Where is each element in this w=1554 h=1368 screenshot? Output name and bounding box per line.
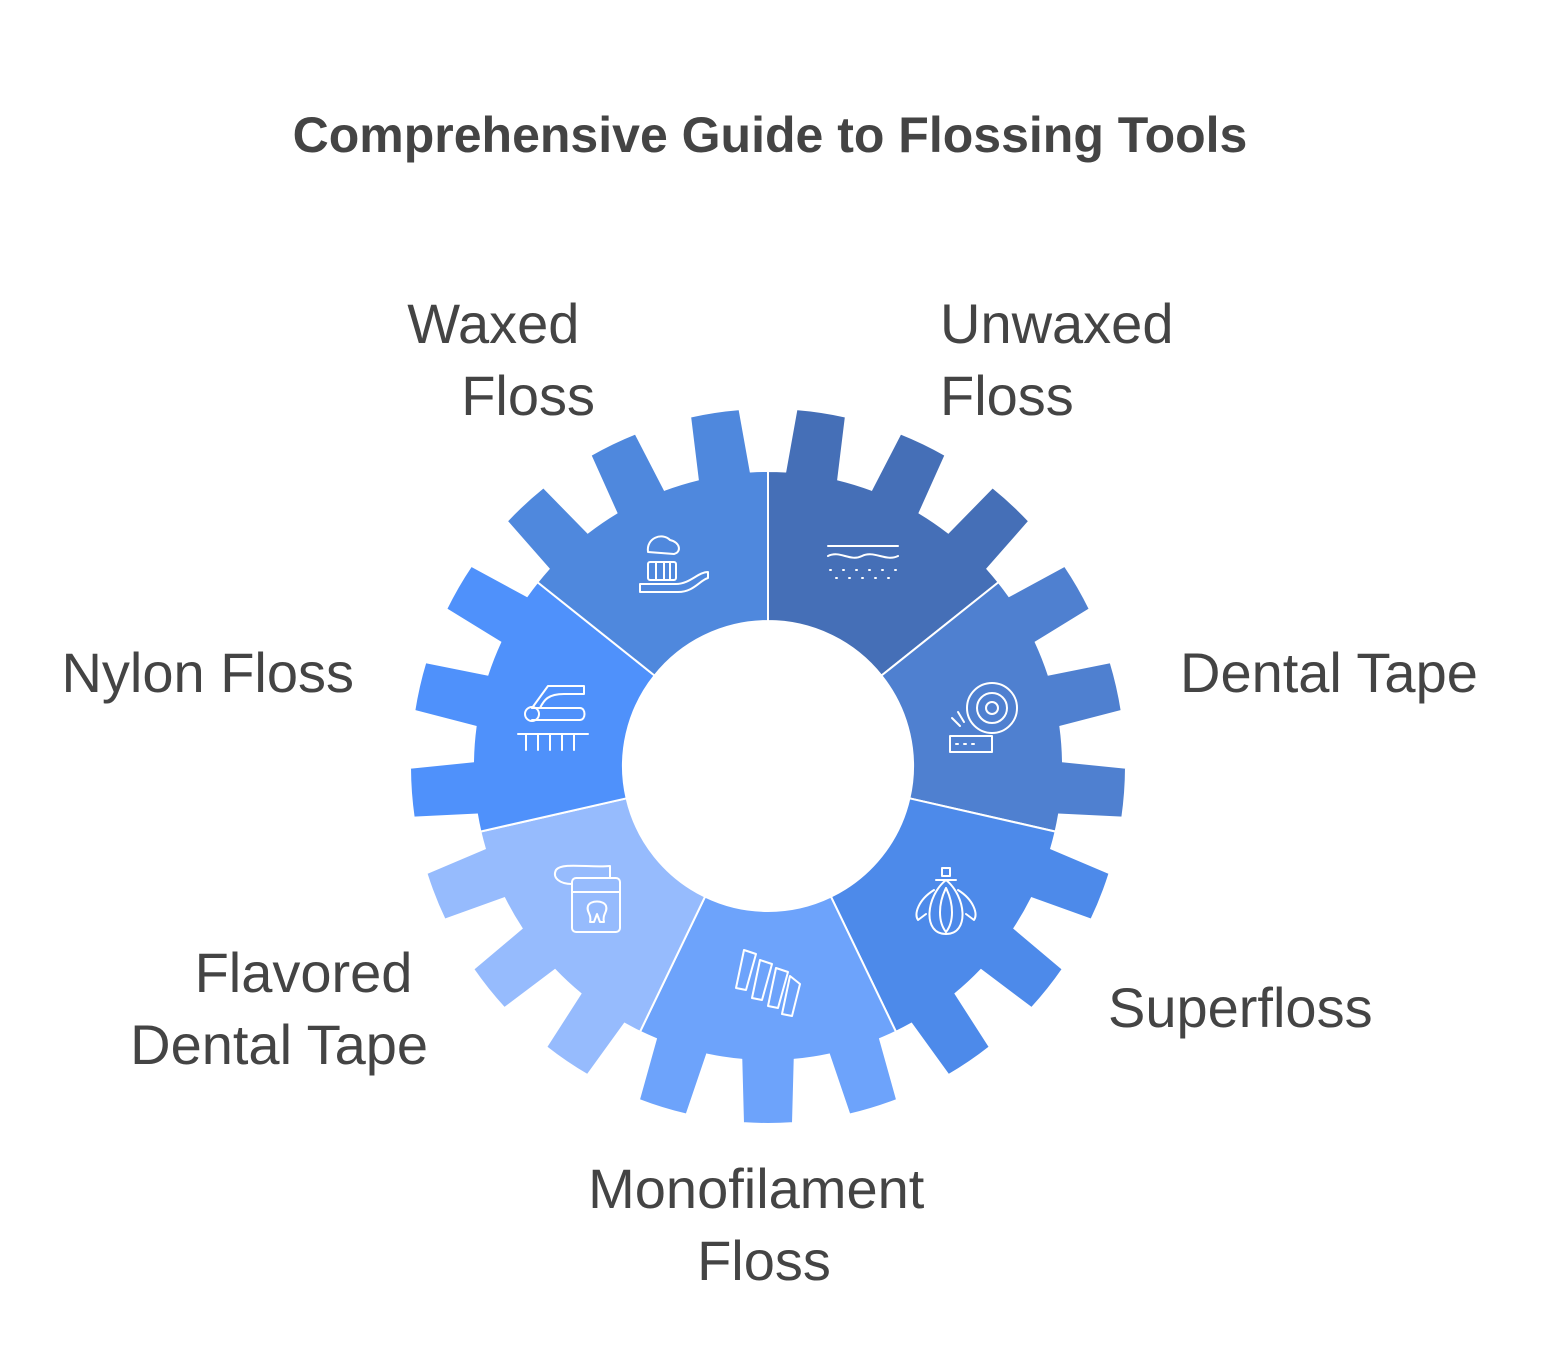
label-unwaxed-floss: Unwaxed Floss xyxy=(940,292,1189,427)
diagram-title: Comprehensive Guide to Flossing Tools xyxy=(293,107,1248,163)
label-monofilament-floss: Monofilament Floss xyxy=(588,1157,940,1292)
gear-center-hole xyxy=(623,621,913,911)
brush-tuft-icon xyxy=(915,867,977,935)
label-nylon-floss: Nylon Floss xyxy=(61,641,354,704)
tape-roll-icon xyxy=(949,682,1018,753)
label-flavored-dental-tape: Flavored Dental Tape xyxy=(130,941,428,1076)
label-superfloss: Superfloss xyxy=(1108,976,1373,1039)
floss-container-icon xyxy=(554,864,621,933)
label-waxed-floss: Waxed Floss xyxy=(407,292,595,427)
wave-line-icon xyxy=(827,545,899,579)
gear-segments xyxy=(408,408,1128,1125)
nylon-brush-icon xyxy=(517,685,589,751)
toothbrush-toothpaste-icon xyxy=(639,535,709,593)
label-dental-tape: Dental Tape xyxy=(1180,641,1478,704)
twisted-strands-icon xyxy=(735,949,801,1017)
